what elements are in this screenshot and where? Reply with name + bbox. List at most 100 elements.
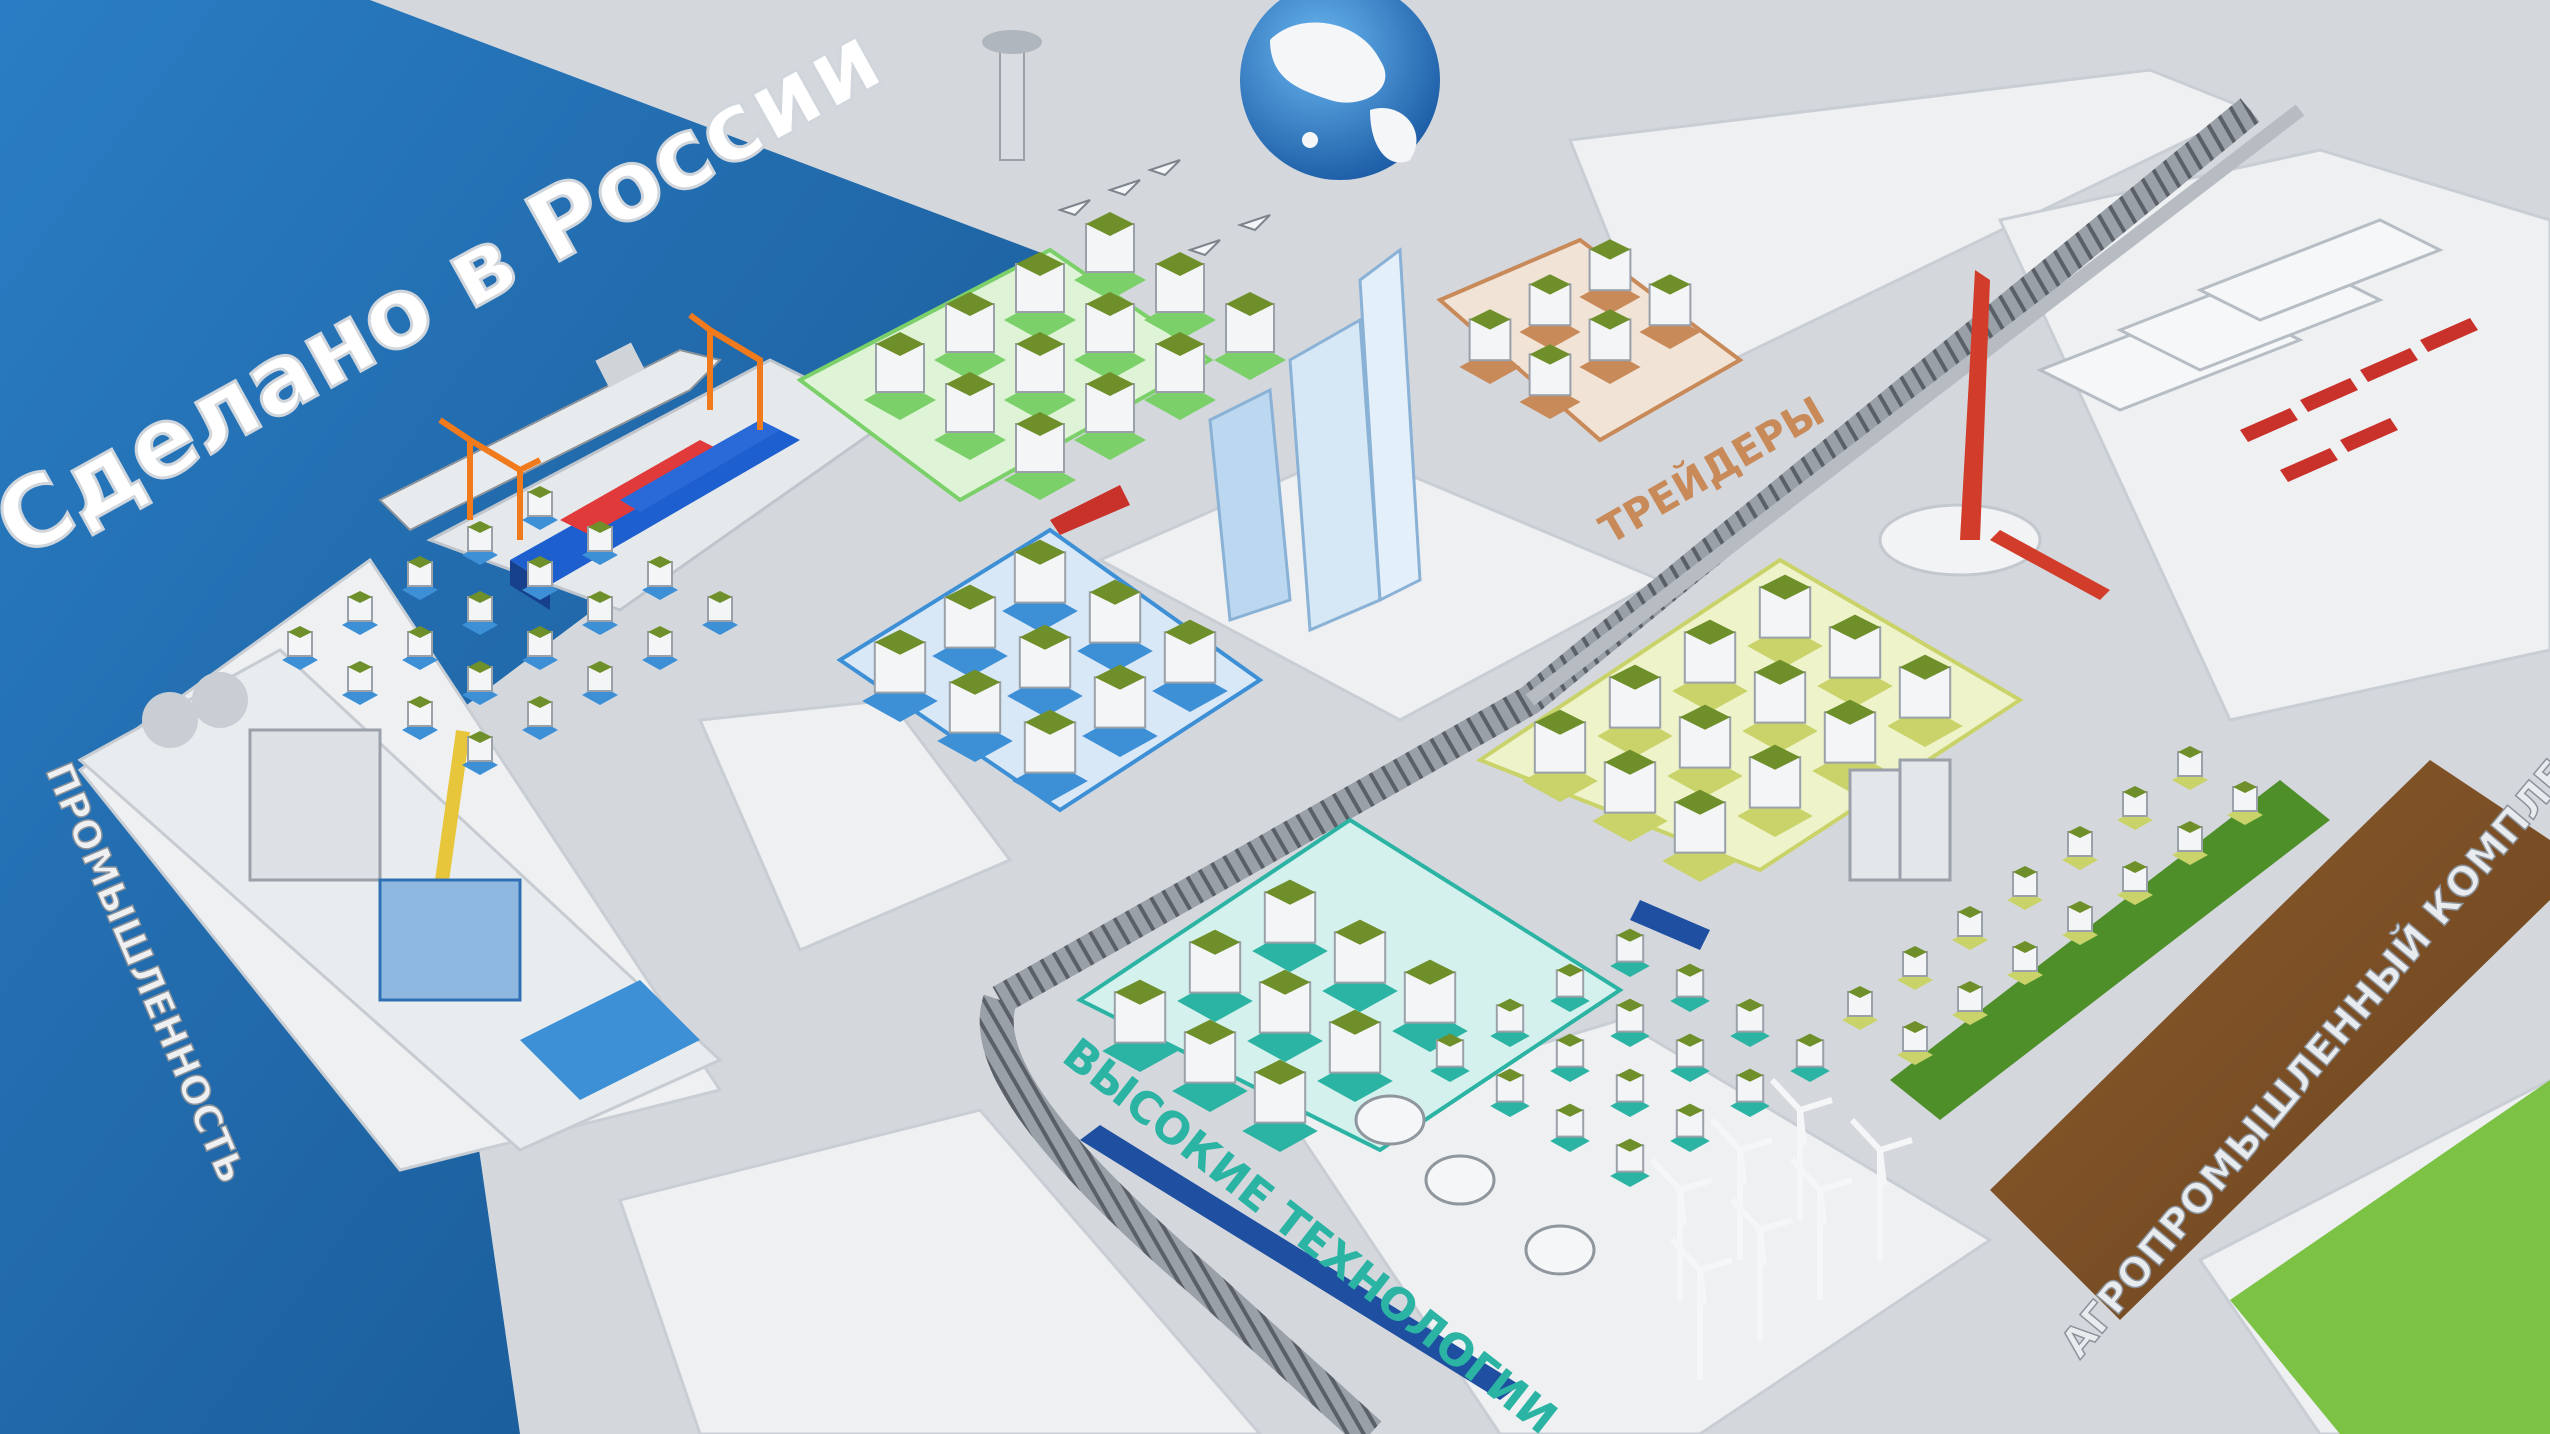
trader-building bbox=[1519, 274, 1581, 349]
tech-house bbox=[1670, 1103, 1710, 1152]
elevated-railway bbox=[1525, 104, 2305, 706]
globe-icon bbox=[1240, 0, 1440, 180]
residential-blocks bbox=[864, 212, 1286, 500]
agro-house bbox=[1842, 986, 1878, 1030]
industry-house bbox=[642, 626, 678, 670]
trader-blocks bbox=[1459, 239, 1701, 419]
tech-house bbox=[1550, 963, 1590, 1012]
industry-house bbox=[282, 626, 318, 670]
industry-house bbox=[522, 486, 558, 530]
office-building bbox=[862, 629, 938, 722]
truck-icon bbox=[2240, 318, 2478, 482]
agro-field-green bbox=[1890, 780, 2330, 1120]
tech-house bbox=[1610, 998, 1650, 1047]
crane-icon bbox=[438, 312, 763, 540]
tech-house bbox=[1610, 1138, 1650, 1187]
residential-building bbox=[1004, 332, 1076, 420]
trader-building bbox=[1519, 344, 1581, 419]
tech-house bbox=[1490, 998, 1530, 1047]
tech-building bbox=[1242, 1059, 1318, 1152]
industry-houses bbox=[282, 486, 738, 775]
tower-icon bbox=[982, 30, 1042, 161]
residential-building bbox=[1074, 372, 1146, 460]
business-building bbox=[1672, 619, 1748, 712]
tech-building bbox=[1247, 969, 1323, 1062]
containers bbox=[510, 420, 800, 610]
tech-house bbox=[1730, 998, 1770, 1047]
business-building bbox=[1522, 709, 1598, 802]
tech-house bbox=[1550, 1103, 1590, 1152]
residential-building bbox=[934, 372, 1006, 460]
agro-house bbox=[2007, 866, 2043, 910]
tech-house bbox=[1430, 1033, 1470, 1082]
tech-building bbox=[1102, 979, 1178, 1072]
business-building bbox=[1662, 789, 1738, 882]
business-building bbox=[1747, 574, 1823, 667]
trader-building bbox=[1459, 309, 1521, 384]
agro-silos bbox=[1848, 758, 1952, 882]
agro-house bbox=[1952, 906, 1988, 950]
airplane-icon bbox=[1056, 159, 1271, 257]
agro-field-brown bbox=[1990, 760, 2550, 1320]
residential-building bbox=[1074, 212, 1146, 300]
railway bbox=[979, 994, 1382, 1434]
truck-icon bbox=[1050, 485, 1130, 535]
agro-house bbox=[1897, 946, 1933, 990]
agro-house bbox=[2117, 786, 2153, 830]
office-building bbox=[1007, 624, 1083, 717]
business-building bbox=[1887, 654, 1963, 747]
tech-small-blocks bbox=[1430, 928, 1830, 1187]
agro-house bbox=[2172, 821, 2208, 865]
business-building bbox=[1737, 744, 1813, 837]
business-building bbox=[1667, 704, 1743, 797]
tech-house bbox=[1670, 963, 1710, 1012]
industry-house bbox=[522, 696, 558, 740]
residential-building bbox=[1144, 252, 1216, 340]
industry-house bbox=[402, 556, 438, 600]
business-building bbox=[1817, 614, 1893, 707]
residential-building bbox=[934, 292, 1006, 380]
residential-building bbox=[864, 332, 936, 420]
office-building bbox=[1082, 664, 1158, 757]
residential-building bbox=[1004, 252, 1076, 340]
wind-turbine-icon bbox=[1649, 1077, 1913, 1380]
industry-house bbox=[642, 556, 678, 600]
industry-house bbox=[522, 556, 558, 600]
industry-house bbox=[582, 521, 618, 565]
industry-house bbox=[462, 521, 498, 565]
agro-house bbox=[2117, 861, 2153, 905]
sea bbox=[0, 0, 1060, 1434]
tech-building bbox=[1177, 929, 1253, 1022]
agro-house bbox=[2227, 781, 2263, 825]
tech-blocks bbox=[1102, 879, 1468, 1152]
agro-field-lawn bbox=[2230, 1080, 2550, 1434]
trader-building bbox=[1579, 239, 1641, 314]
industry-house bbox=[522, 626, 558, 670]
industry-house bbox=[402, 626, 438, 670]
industry-house bbox=[342, 591, 378, 635]
residential-building bbox=[1144, 332, 1216, 420]
agro-houses bbox=[1842, 746, 2263, 1065]
tech-building bbox=[1322, 919, 1398, 1012]
office-building bbox=[1077, 579, 1153, 672]
office-building bbox=[1152, 619, 1228, 712]
tech-house bbox=[1550, 1033, 1590, 1082]
tech-house bbox=[1730, 1068, 1770, 1117]
central-skyscrapers bbox=[1208, 247, 1422, 633]
truck-icon bbox=[1630, 900, 1710, 950]
tech-house bbox=[1610, 928, 1650, 977]
train-icon bbox=[1080, 1125, 1520, 1400]
satellite-dish-icon bbox=[1354, 1094, 1596, 1276]
tech-house bbox=[1670, 1033, 1710, 1082]
industry-house bbox=[342, 661, 378, 705]
ship-icon bbox=[378, 342, 722, 532]
business-building bbox=[1742, 659, 1818, 752]
industry-plant bbox=[142, 672, 700, 1100]
agro-house bbox=[2062, 901, 2098, 945]
residential-building bbox=[1004, 412, 1076, 500]
agro-house bbox=[2007, 941, 2043, 985]
office-building bbox=[1002, 539, 1078, 632]
agro-house bbox=[2062, 826, 2098, 870]
tech-building bbox=[1317, 1009, 1393, 1102]
